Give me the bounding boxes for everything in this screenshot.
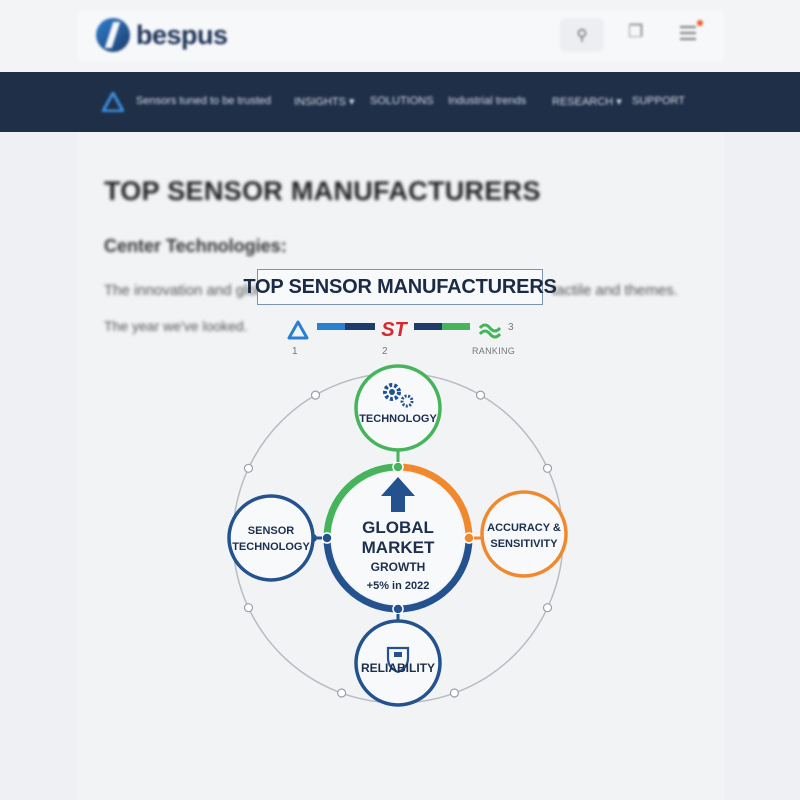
center-stat: +5% in 2022: [367, 580, 430, 592]
menu-icon-line: [680, 32, 696, 34]
brand-name: bespus: [136, 19, 228, 50]
nav-item-research[interactable]: RESEARCH ▾: [552, 95, 622, 108]
nav-item-tagline[interactable]: Sensors tuned to be trusted: [136, 95, 272, 107]
ranking-bar: [442, 323, 470, 330]
search-icon: ⚲: [576, 27, 588, 44]
nav-item-label: RESEARCH: [552, 96, 614, 108]
brand-2-logo-icon: ST: [381, 319, 408, 340]
gears-icon: [383, 383, 414, 408]
nav-logo-icon[interactable]: [102, 92, 124, 112]
nav-item-label: INSIGHTS: [294, 96, 346, 108]
rank-number: 1: [292, 346, 298, 357]
menu-button[interactable]: [680, 20, 703, 44]
ring-dot: [475, 390, 486, 400]
article-paragraph-2: The year we've looked.: [104, 318, 248, 334]
nav-item-industrial-trends[interactable]: Industrial trends: [448, 95, 527, 107]
ring-dot: [449, 688, 459, 698]
bookmark-button[interactable]: ❐: [628, 22, 650, 44]
center-ring-green: [323, 463, 399, 539]
article-subtitle: Center Technologies:: [104, 236, 287, 256]
article-title: TOP SENSOR MANUFACTURERS: [104, 176, 541, 206]
main-navigation: Sensors tuned to be trusted INSIGHTS ▾ S…: [0, 72, 800, 132]
node-technology: [354, 364, 442, 452]
node-sensor-label-1: SENSOR: [248, 525, 295, 537]
chevron-down-icon: ▾: [616, 96, 622, 108]
center-line-1: GLOBAL: [362, 518, 434, 537]
ring-dot: [243, 463, 254, 473]
nav-item-insights[interactable]: INSIGHTS ▾: [294, 95, 355, 108]
bookmark-icon: ❐: [628, 22, 644, 41]
shield-icon: [386, 646, 410, 674]
node-reliability: [354, 619, 442, 707]
chevron-down-icon: ▾: [349, 96, 355, 108]
ring-dot: [542, 603, 553, 613]
brand-logo[interactable]: bespus: [96, 18, 228, 52]
rank-number: 2: [382, 346, 388, 357]
node-technology-label: TECHNOLOGY: [359, 413, 437, 425]
infographic-title: TOP SENSOR MANUFACTURERS: [243, 269, 557, 305]
connector-dot: [392, 461, 404, 473]
ranking-label: RANKING: [472, 346, 516, 356]
menu-icon-line: [680, 38, 696, 40]
rank-number: 3: [508, 322, 514, 333]
brand-2-mark: ST: [381, 319, 408, 340]
center-line-2: MARKET: [362, 538, 435, 557]
header-panel: [78, 10, 724, 62]
growth-arrow-icon: [381, 477, 415, 512]
outer-ring-dots: [243, 390, 553, 698]
ring-dot: [542, 463, 553, 473]
article-paragraph-end: tactile and themes.: [552, 282, 678, 299]
ranking-bar: [414, 323, 442, 330]
notification-dot: [697, 20, 703, 26]
node-accuracy-sensitivity: [480, 490, 568, 578]
node-accuracy-label-1: ACCURACY &: [487, 522, 561, 534]
node-reliability-label: RELIABILITY: [361, 661, 435, 675]
connector-dot: [321, 532, 333, 544]
node-sensor-technology: [227, 494, 315, 582]
connector-dot: [463, 532, 475, 544]
brand-1-logo-icon: [287, 320, 309, 340]
site-header: [0, 0, 800, 72]
ranking-strip: ST 3 1 2 RANKING: [280, 314, 530, 364]
ring-dot: [337, 688, 347, 698]
ranking-bar: [345, 323, 375, 330]
article-paragraph-start: The innovation and global: [104, 282, 276, 299]
menu-icon-line: [680, 26, 696, 28]
connector-dot: [392, 603, 404, 615]
ranking-bar: [317, 323, 345, 330]
brand-3-logo-icon: [478, 323, 502, 339]
center-disc: [332, 472, 464, 604]
nav-item-solutions[interactable]: SOLUTIONS: [370, 95, 434, 107]
node-accuracy-label-2: SENSITIVITY: [490, 538, 558, 550]
center-ring-orange: [397, 463, 473, 539]
center-line-3: GROWTH: [371, 560, 426, 574]
nav-item-support[interactable]: SUPPORT: [632, 95, 685, 107]
ring-dot: [243, 603, 254, 613]
logo-mark-icon: [96, 18, 130, 52]
node-sensor-label-2: TECHNOLOGY: [232, 541, 310, 553]
ring-dot: [310, 390, 321, 400]
search-button[interactable]: ⚲: [560, 18, 604, 52]
